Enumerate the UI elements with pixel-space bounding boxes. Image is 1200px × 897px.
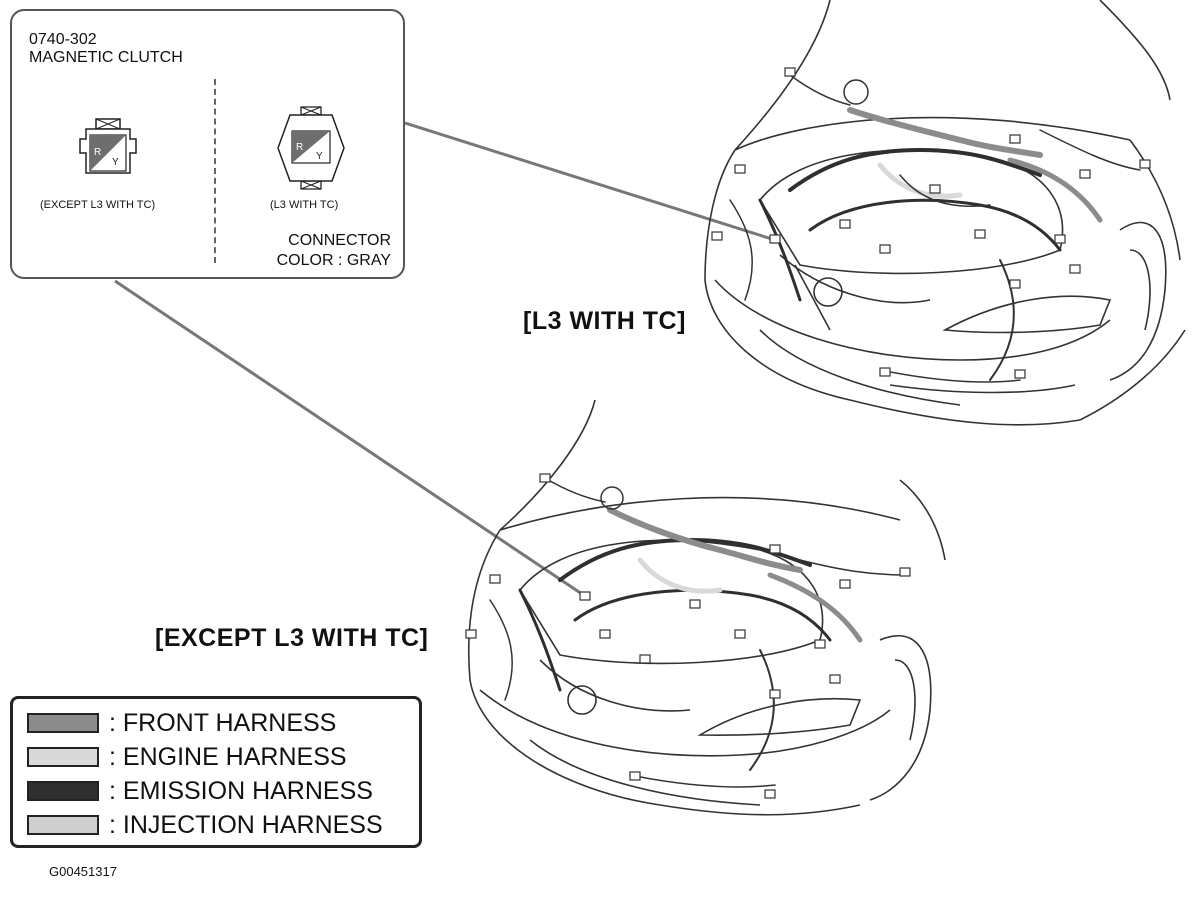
legend-swatch bbox=[27, 713, 99, 733]
car-l3-with-tc bbox=[704, 0, 1186, 426]
connector-face-left-icon: R Y bbox=[79, 118, 137, 174]
figure-id: G00451317 bbox=[49, 864, 117, 879]
legend-label: : EMISSION HARNESS bbox=[109, 777, 373, 805]
connectors-l3 bbox=[711, 67, 1151, 379]
pin-r-label: R bbox=[296, 142, 303, 153]
legend-item-engine-harness: : ENGINE HARNESS bbox=[27, 743, 347, 771]
legend-item-emission-harness: : EMISSION HARNESS bbox=[27, 777, 373, 805]
connector-face-right-icon: R Y bbox=[277, 106, 345, 190]
pin-y-label: Y bbox=[316, 151, 323, 162]
pin-r-label: R bbox=[94, 147, 101, 158]
leader-line-except bbox=[114, 279, 586, 598]
leader-line-l3 bbox=[404, 121, 776, 242]
harness-wires-l3 bbox=[729, 74, 1141, 383]
connector-color-line2: COLOR : GRAY bbox=[276, 252, 391, 269]
harness-wires-except bbox=[489, 477, 906, 788]
variant-label-except: (EXCEPT L3 WITH TC) bbox=[40, 199, 156, 211]
car-except-l3-with-tc bbox=[467, 399, 946, 816]
callout-divider bbox=[214, 79, 216, 263]
variant-label-l3: (L3 WITH TC) bbox=[270, 199, 339, 211]
legend-label: : INJECTION HARNESS bbox=[109, 811, 383, 839]
legend-item-injection-harness: : INJECTION HARNESS bbox=[27, 811, 383, 839]
section-label-except-l3-with-tc: [EXCEPT L3 WITH TC] bbox=[155, 624, 429, 652]
connector-code: 0740-302 bbox=[29, 31, 97, 48]
pin-y-label: Y bbox=[112, 157, 119, 168]
connector-color-line1: CONNECTOR bbox=[288, 232, 391, 249]
connector-callout: 0740-302 MAGNETIC CLUTCH R Y R Y (EXCEPT… bbox=[10, 9, 405, 279]
connector-color-note: CONNECTOR COLOR : GRAY bbox=[277, 231, 391, 271]
connectors-except bbox=[465, 473, 911, 799]
section-label-l3-with-tc: [L3 WITH TC] bbox=[523, 307, 686, 335]
legend-swatch bbox=[27, 781, 99, 801]
legend-swatch bbox=[27, 815, 99, 835]
legend-label: : FRONT HARNESS bbox=[109, 709, 337, 737]
legend-label: : ENGINE HARNESS bbox=[109, 743, 347, 771]
legend-item-front-harness: : FRONT HARNESS bbox=[27, 709, 336, 737]
legend-swatch bbox=[27, 747, 99, 767]
connector-name: MAGNETIC CLUTCH bbox=[29, 49, 183, 66]
harness-legend: : FRONT HARNESS : ENGINE HARNESS : EMISS… bbox=[10, 696, 422, 848]
